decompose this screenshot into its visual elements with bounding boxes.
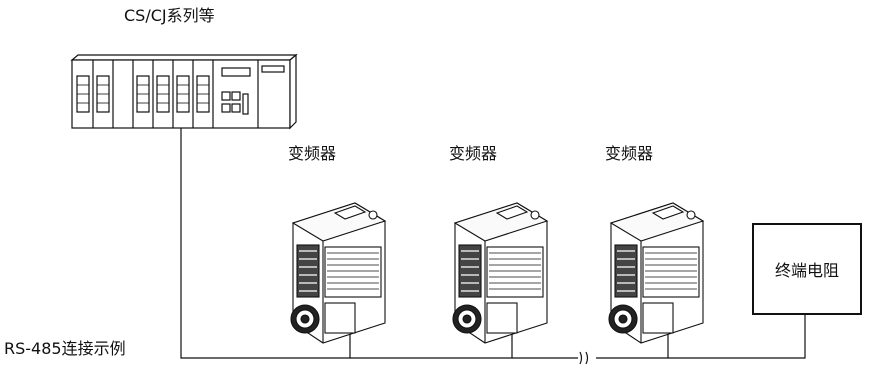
inverter-3: [608, 202, 705, 344]
inverter-1-label: 变频器: [288, 144, 337, 163]
inverter-1: [290, 202, 387, 344]
terminating-resistor: 终端电阻: [752, 223, 862, 315]
inverter-2: [452, 202, 549, 344]
plc-label: CS/CJ系列等: [124, 6, 215, 25]
inverter-2-label: 变频器: [449, 144, 498, 163]
plc-rack: [70, 53, 298, 130]
rs485-wiring: [180, 128, 806, 365]
terminating-resistor-label: 终端电阻: [774, 261, 839, 280]
inverter-3-label: 变频器: [605, 144, 654, 163]
rs485-example-label: RS-485连接示例: [4, 339, 126, 358]
